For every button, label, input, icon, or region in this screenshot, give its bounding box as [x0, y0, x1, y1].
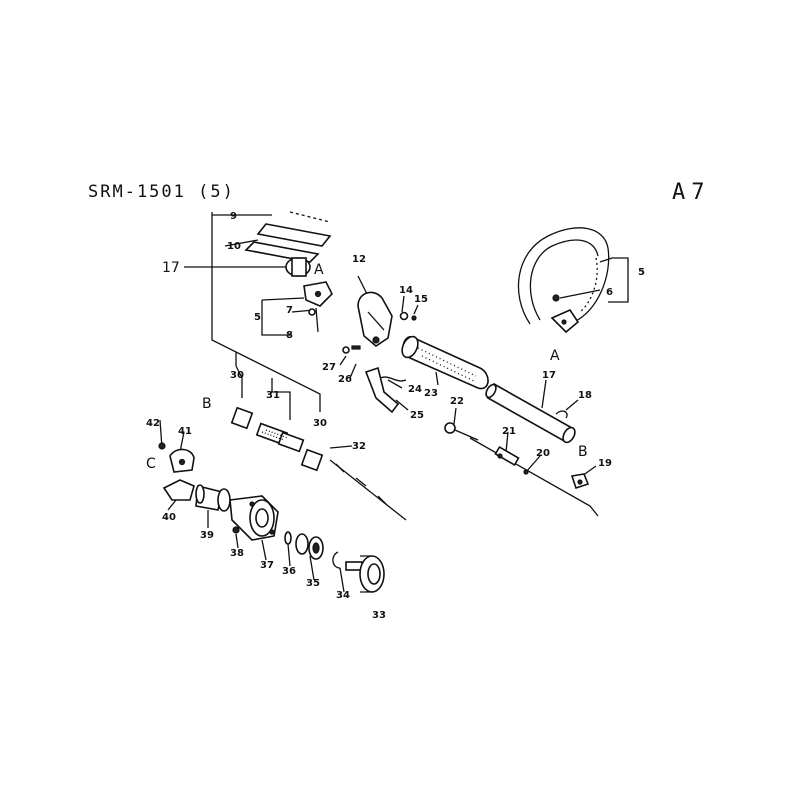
callout-21: 21 [502, 426, 516, 437]
callout-10: 10 [227, 241, 241, 252]
callout-18: 18 [578, 390, 592, 401]
plate-10 [244, 241, 320, 263]
callout-labels: 9 10 17 5 7 8 12 14 15 27 26 24 23 25 17… [146, 211, 645, 621]
snap-ring-34 [332, 551, 341, 569]
clutch-housing-37 [229, 495, 279, 541]
clamp-6 [550, 294, 580, 334]
bushing-39 [195, 484, 231, 512]
handle-grip-23 [401, 335, 489, 390]
model-title: SRM-1501 (5) [88, 182, 235, 202]
bracket-part [303, 281, 333, 333]
callout-6: 6 [606, 287, 613, 298]
loop-handle-5 [517, 227, 610, 325]
clip-18 [555, 410, 568, 419]
throttle-housing-12 [357, 291, 393, 347]
collar-17 [285, 257, 311, 277]
callout-42: 42 [146, 418, 160, 429]
bolt-38 [232, 526, 240, 534]
callout-35: 35 [306, 578, 320, 589]
callout-5-left: 5 [254, 312, 261, 323]
tube-17 [485, 382, 576, 444]
lever-25 [364, 366, 400, 414]
callout-31: 31 [266, 390, 280, 401]
callout-17-left: 17 [162, 260, 180, 276]
callout-5-right: 5 [638, 267, 645, 278]
callout-39: 39 [200, 530, 214, 541]
callout-9: 9 [230, 211, 237, 222]
callout-40: 40 [162, 512, 176, 523]
ref-letter-a-left: A [314, 262, 324, 278]
drive-shaft-32 [329, 459, 407, 521]
callout-41: 41 [178, 426, 192, 437]
callout-7: 7 [286, 305, 293, 316]
callout-14: 14 [399, 285, 413, 296]
callout-26: 26 [338, 374, 352, 385]
spring-24 [379, 376, 407, 382]
washer-36 [284, 531, 292, 545]
nut-19 [570, 473, 590, 490]
callout-8: 8 [286, 330, 293, 341]
bearing-30-left [230, 406, 254, 430]
callout-30-right: 30 [313, 418, 327, 429]
callout-37: 37 [260, 560, 274, 571]
page-code: A7 [672, 180, 711, 205]
drum-33 [345, 555, 385, 593]
callout-38: 38 [230, 548, 244, 559]
screw-22 [444, 422, 479, 441]
callout-12: 12 [352, 254, 366, 265]
callout-17-right: 17 [542, 370, 556, 381]
callout-34: 34 [336, 590, 350, 601]
callout-22: 22 [450, 396, 464, 407]
ref-letter-b-left: B [202, 396, 212, 412]
callout-36: 36 [282, 566, 296, 577]
plate-9 [256, 211, 332, 247]
ref-letter-c: C [146, 456, 156, 472]
clamp-40 [162, 479, 195, 501]
clamp-41 [169, 448, 195, 473]
callout-25: 25 [410, 410, 424, 421]
ref-letter-b-right: B [578, 444, 588, 460]
bearing-30-right [300, 448, 324, 472]
screws-14-15 [399, 311, 417, 321]
leader-lines [159, 212, 629, 593]
bearing-35 [295, 533, 324, 560]
screw-42 [158, 442, 166, 450]
callout-15: 15 [414, 294, 428, 305]
callout-33: 33 [372, 610, 386, 621]
callout-19: 19 [598, 458, 612, 469]
callout-24: 24 [408, 384, 422, 395]
cable-20-21 [469, 437, 599, 517]
callout-23: 23 [424, 388, 438, 399]
callout-32: 32 [352, 441, 366, 452]
callout-30-left: 30 [230, 370, 244, 381]
callout-27: 27 [322, 362, 336, 373]
bearings-31 [255, 422, 305, 453]
callout-20: 20 [536, 448, 550, 459]
pins-26-27 [342, 345, 361, 354]
ref-letter-a-right: A [550, 348, 560, 364]
